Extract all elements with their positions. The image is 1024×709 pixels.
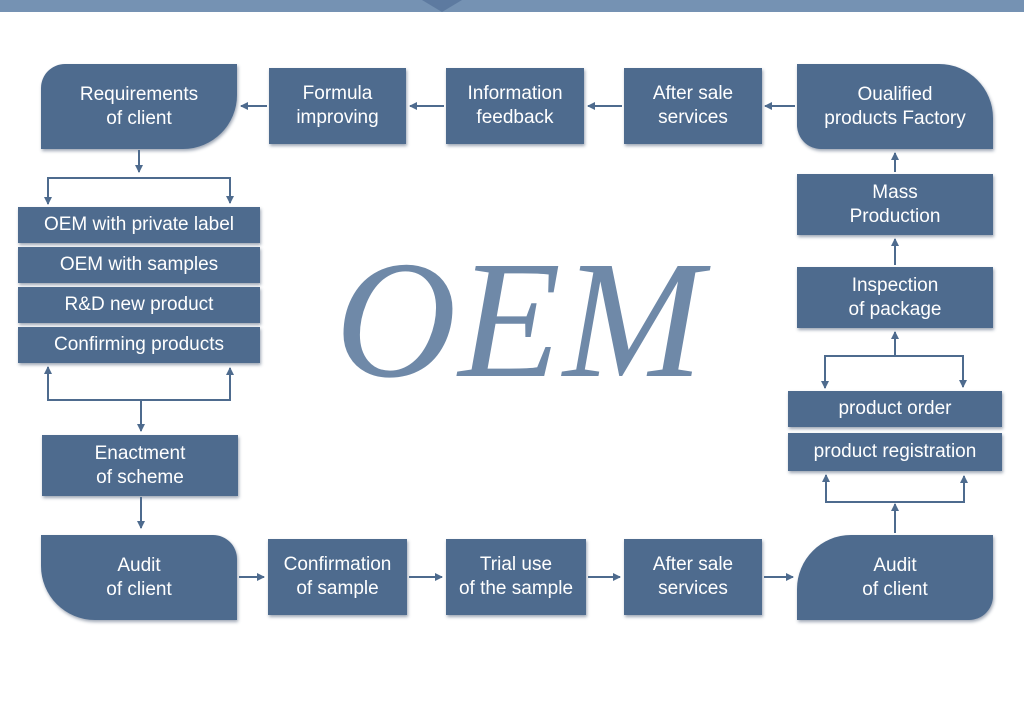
- node-product-order: product order: [788, 391, 1002, 427]
- node-label: Confirmation of sample: [283, 554, 392, 599]
- top-banner-notch: [422, 0, 462, 12]
- registration-bracket: [825, 475, 968, 503]
- node-product-registration: product registration: [788, 433, 1002, 471]
- node-requirements-of-client: Requirements of client: [41, 64, 237, 149]
- option-oem-private-label: OEM with private label: [18, 207, 260, 243]
- node-label: Enactment of scheme: [94, 442, 186, 488]
- node-label: After sale services: [652, 554, 734, 599]
- node-enactment-of-scheme: Enactment of scheme: [42, 435, 238, 496]
- split-bracket-top: [47, 177, 234, 204]
- option-label: OEM with private label: [43, 214, 235, 235]
- option-rd-new-product: R&D new product: [18, 287, 260, 323]
- node-label: After sale services: [652, 83, 734, 128]
- node-inspection-of-package: Inspection of package: [797, 267, 993, 328]
- merge-bracket-bottom: [47, 367, 234, 401]
- node-trial-use-of-sample: Trial use of the sample: [446, 539, 586, 615]
- node-label: Information feedback: [467, 83, 563, 128]
- node-after-sale-services-top: After sale services: [624, 68, 762, 144]
- option-confirming-products: Confirming products: [18, 327, 260, 363]
- node-qualified-products-factory: Oualified products Factory: [797, 64, 993, 149]
- option-oem-samples: OEM with samples: [18, 247, 260, 283]
- node-label: Audit of client: [106, 554, 172, 600]
- node-mass-production: Mass Production: [797, 174, 993, 235]
- node-label: product order: [838, 398, 952, 419]
- node-label: Formula improving: [296, 83, 379, 128]
- node-formula-improving: Formula improving: [269, 68, 406, 144]
- node-information-feedback: Information feedback: [446, 68, 584, 144]
- node-audit-of-client-right: Audit of client: [797, 535, 993, 620]
- node-after-sale-services-bottom: After sale services: [624, 539, 762, 615]
- node-label: product registration: [813, 441, 977, 462]
- node-label: Trial use of the sample: [458, 554, 574, 599]
- option-label: Confirming products: [53, 334, 225, 355]
- node-label: Mass Production: [849, 181, 941, 227]
- node-confirmation-of-sample: Confirmation of sample: [268, 539, 407, 615]
- node-audit-of-client-left: Audit of client: [41, 535, 237, 620]
- node-label: Requirements of client: [79, 83, 199, 129]
- node-label: Audit of client: [862, 554, 928, 600]
- option-label: OEM with samples: [59, 254, 219, 275]
- option-label: R&D new product: [64, 294, 214, 315]
- order-bracket: [824, 355, 967, 388]
- node-label: Oualified products Factory: [824, 83, 966, 129]
- node-label: Inspection of package: [848, 274, 942, 320]
- top-banner: [0, 0, 1024, 12]
- oem-watermark: OEM: [335, 226, 705, 413]
